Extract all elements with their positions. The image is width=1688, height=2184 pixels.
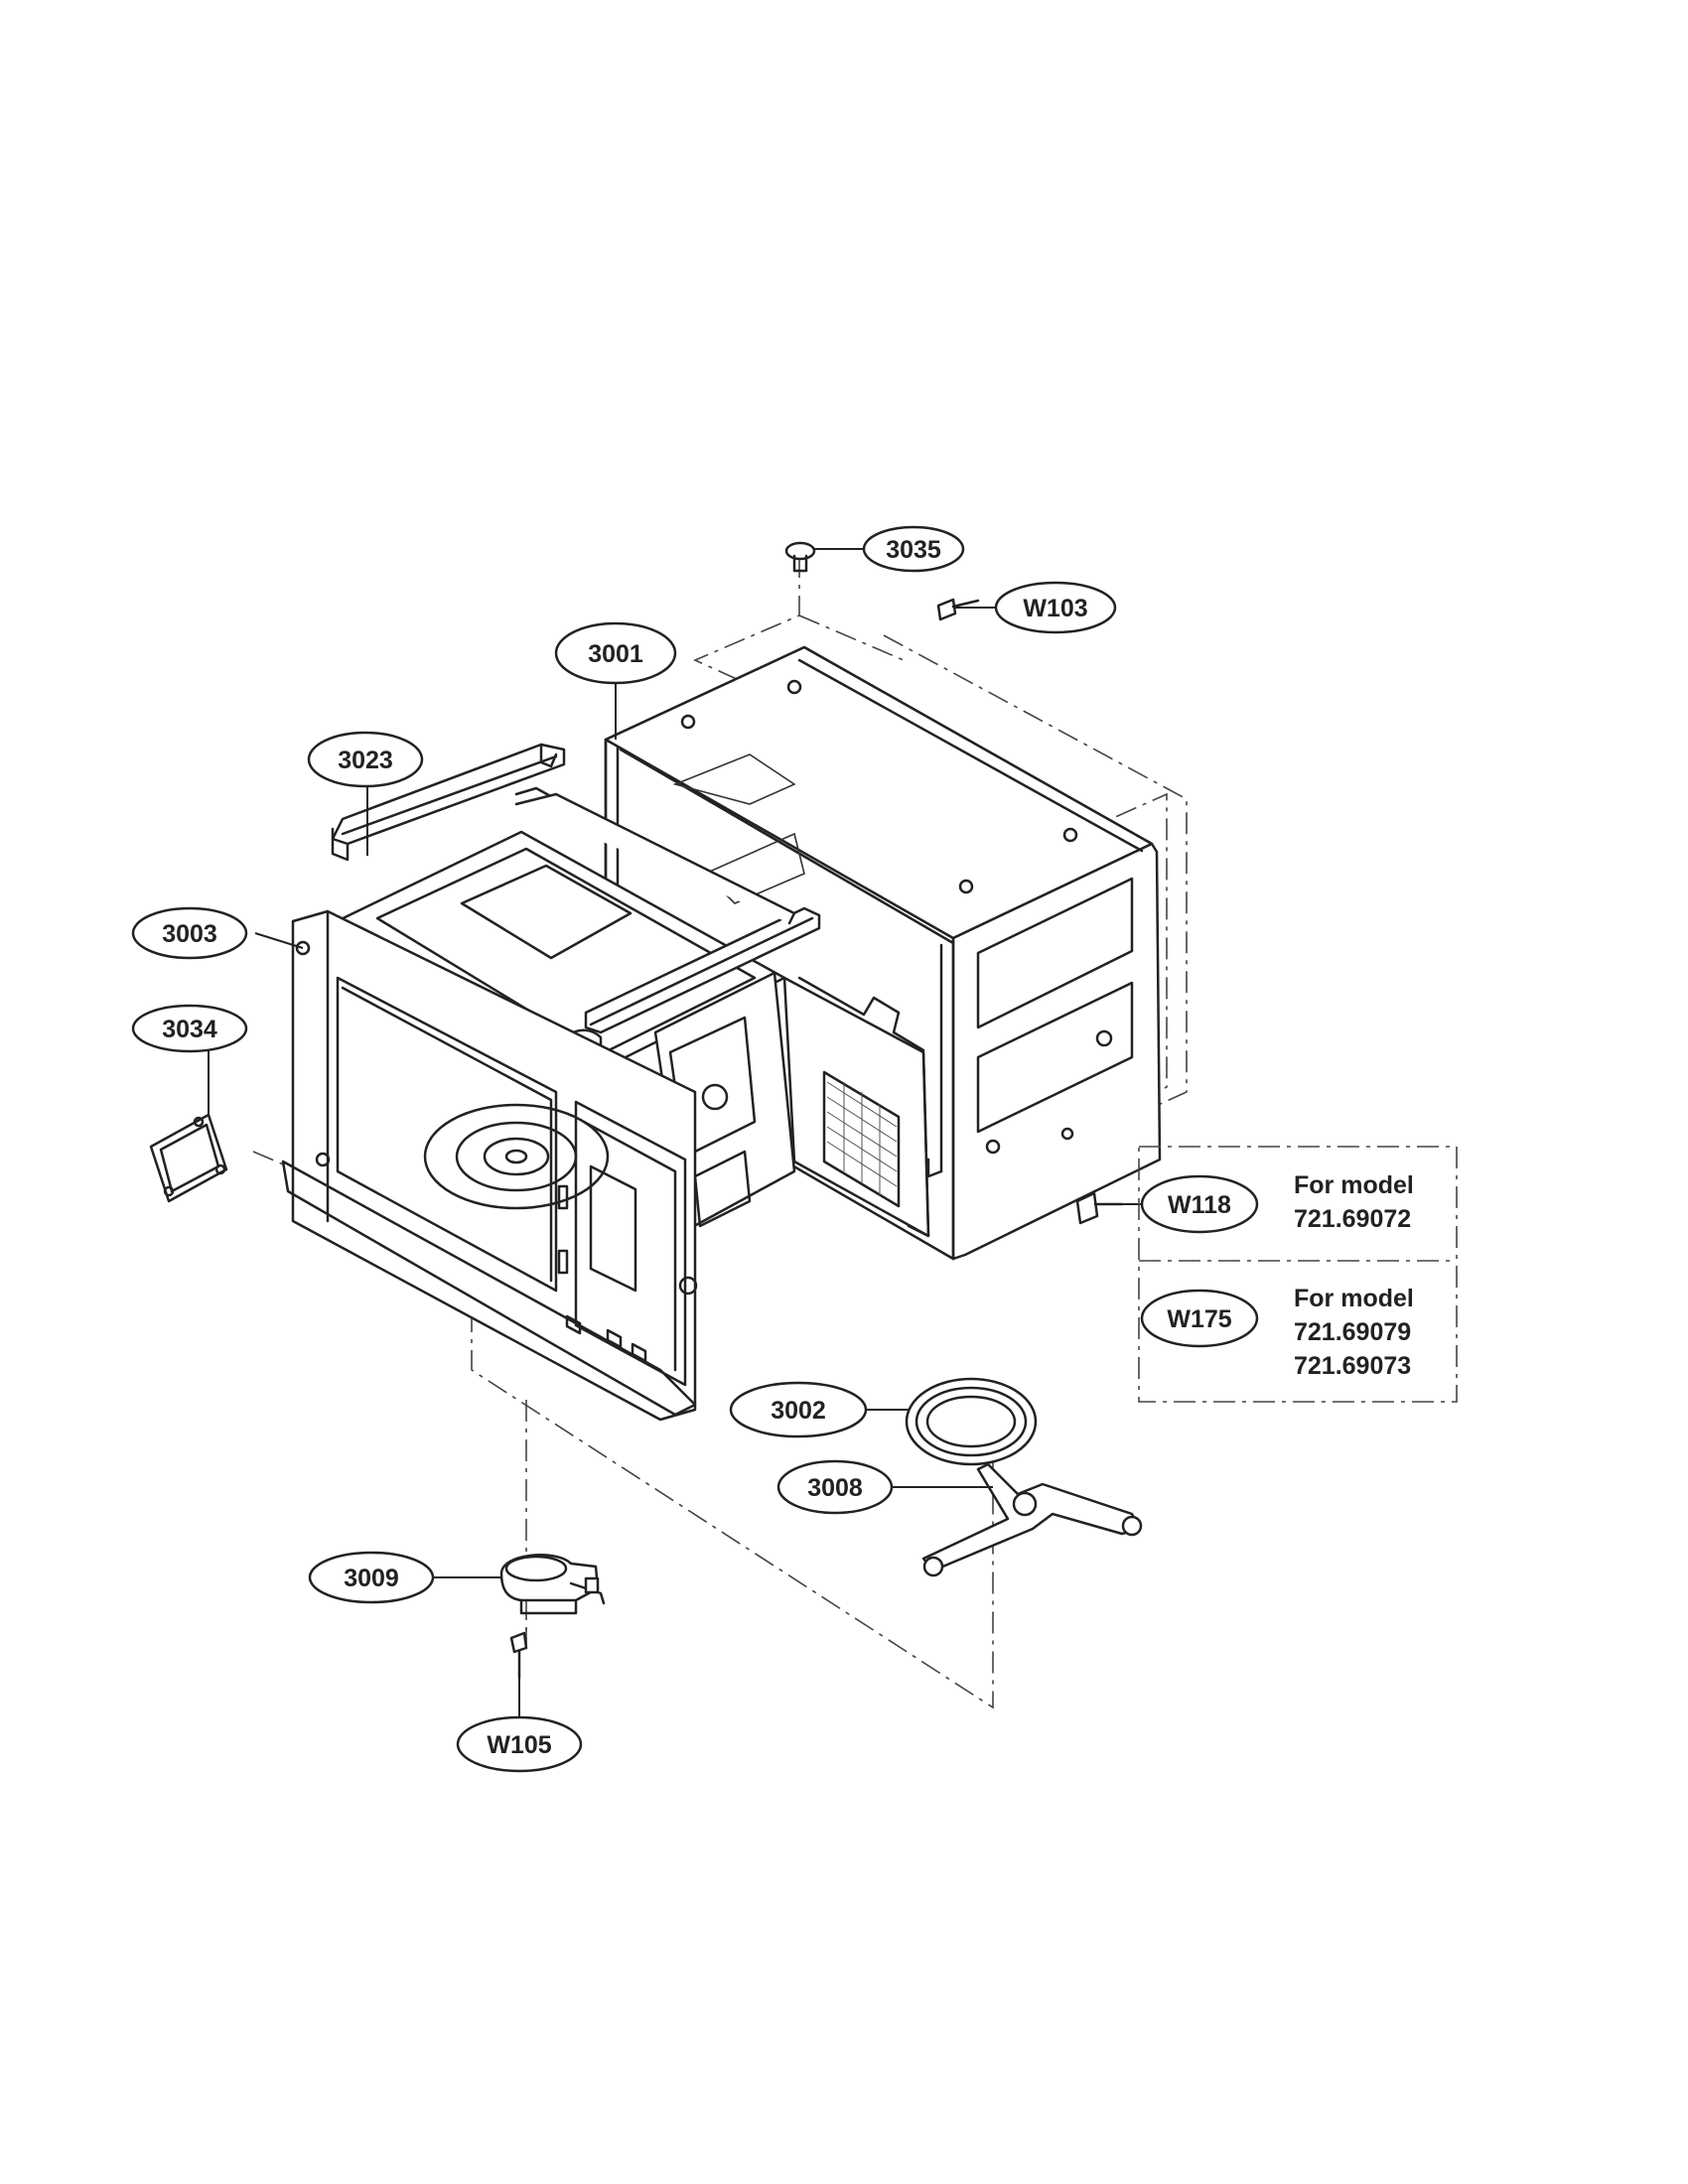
callout-3003: 3003 (131, 906, 248, 960)
svg-text:W103: W103 (1023, 595, 1087, 622)
cavity-front-plate-part (281, 830, 930, 1422)
outer-cabinet-part (604, 645, 1162, 1261)
svg-text:3023: 3023 (338, 747, 393, 774)
roller-ring-part (905, 1377, 1038, 1466)
callout-W175: W175 (1140, 1289, 1259, 1348)
svg-text:721.69079: 721.69079 (1294, 1318, 1411, 1346)
callout-3001: 3001 (554, 621, 677, 685)
note-w175: For model 721.69079 721.69073 (1294, 1285, 1414, 1380)
svg-text:3008: 3008 (807, 1474, 863, 1502)
screw-w103 (936, 598, 980, 621)
cavity-turntable (423, 1103, 610, 1210)
top-rail-part (331, 743, 821, 1034)
svg-text:3003: 3003 (162, 920, 217, 948)
svg-text:721.69072: 721.69072 (1294, 1205, 1411, 1233)
callout-W105: W105 (456, 1715, 583, 1773)
svg-text:721.69073: 721.69073 (1294, 1352, 1411, 1380)
callout-3009: 3009 (308, 1551, 435, 1604)
vent-hatch (826, 1081, 898, 1195)
model-note-box (1138, 1146, 1458, 1403)
screw-w118 (1075, 1191, 1124, 1225)
callout-W103: W103 (994, 581, 1117, 634)
svg-text:3034: 3034 (162, 1016, 217, 1043)
svg-text:For model: For model (1294, 1285, 1414, 1312)
top-cap-part (784, 541, 816, 573)
svg-text:W118: W118 (1168, 1191, 1231, 1219)
turntable-motor-part (499, 1554, 606, 1615)
callout-3034: 3034 (131, 1004, 248, 1053)
screw-w105 (509, 1631, 528, 1680)
svg-text:3035: 3035 (886, 536, 941, 564)
note-w118: For model 721.69072 (1294, 1171, 1414, 1233)
svg-text:3001: 3001 (588, 640, 643, 668)
svg-text:3002: 3002 (771, 1397, 826, 1425)
cover-plate-part (149, 1113, 228, 1203)
callout-W118: W118 (1140, 1174, 1259, 1234)
svg-text:W105: W105 (487, 1731, 551, 1759)
callout-3023: 3023 (307, 731, 424, 788)
svg-text:3009: 3009 (344, 1565, 399, 1592)
turntable-support-part (921, 1462, 1143, 1577)
svg-text:W175: W175 (1167, 1305, 1231, 1333)
callout-3002: 3002 (729, 1381, 868, 1438)
svg-text:For model: For model (1294, 1171, 1414, 1199)
callout-3008: 3008 (776, 1459, 894, 1515)
callout-3035: 3035 (862, 525, 965, 573)
